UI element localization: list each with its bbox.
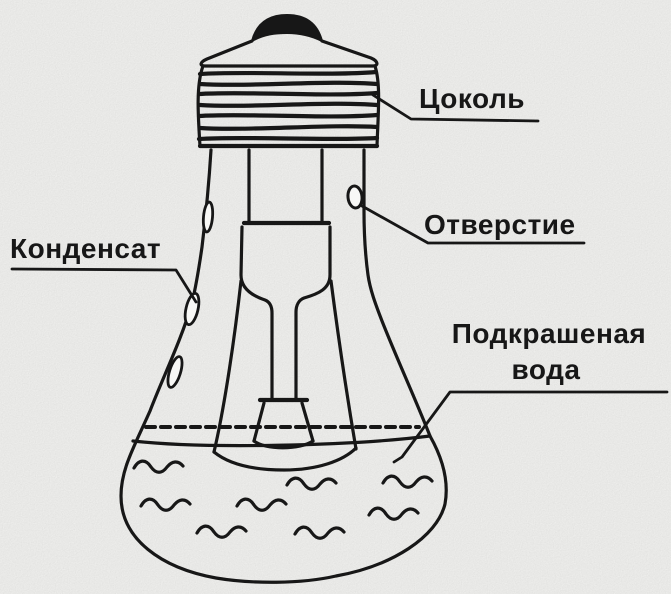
condensate-drops: [166, 200, 215, 389]
label-condensate: Конденсат: [10, 233, 161, 264]
cap-thread-line: [197, 69, 379, 77]
cap-thread-line: [196, 90, 380, 97]
water-surface-line: [131, 434, 432, 448]
cap-thread-line: [196, 135, 380, 142]
water-waves: [132, 459, 434, 540]
leader-line-hole: [360, 204, 586, 245]
stem-body-right: [294, 225, 332, 400]
leader-line-cap: [371, 93, 540, 123]
label-water-line1: Подкрашеная: [452, 318, 647, 349]
screw-cap: [196, 14, 381, 149]
water-wave: [381, 474, 434, 489]
stem-body-left: [239, 225, 274, 400]
cap-thread-line: [196, 112, 380, 119]
leader-line-condensate: [10, 267, 198, 304]
water-wave: [367, 506, 420, 521]
cap-right-edge: [373, 64, 381, 148]
label-water-line2: вода: [512, 354, 581, 385]
stem-foot-right-flare: [300, 401, 315, 443]
cap-left-edge: [196, 64, 205, 148]
stem-skirt-right: [329, 279, 358, 451]
water: [131, 425, 434, 540]
water-wave: [132, 459, 185, 474]
water-wave: [195, 524, 248, 539]
label-hole: Отверстие: [424, 209, 576, 240]
stem-skirt-left: [212, 279, 243, 454]
leader-line-water: [392, 390, 669, 464]
stem-foot-left-flare: [252, 401, 266, 443]
water-wave: [139, 497, 192, 512]
condensate-drop: [166, 355, 184, 389]
condensate-drop: [201, 200, 215, 234]
cap-top-shell: [199, 39, 379, 68]
cap-thread-line: [197, 80, 380, 87]
cap-thread-line: [197, 101, 380, 108]
leader-lines: [10, 93, 669, 464]
label-cap: Цоколь: [419, 83, 525, 114]
stem-skirt-rim: [212, 446, 358, 472]
cap-thread-line: [197, 124, 380, 131]
water-wave: [285, 476, 338, 491]
vent-hole: [346, 184, 364, 210]
water-wave: [293, 525, 346, 540]
water-wave: [235, 497, 288, 512]
